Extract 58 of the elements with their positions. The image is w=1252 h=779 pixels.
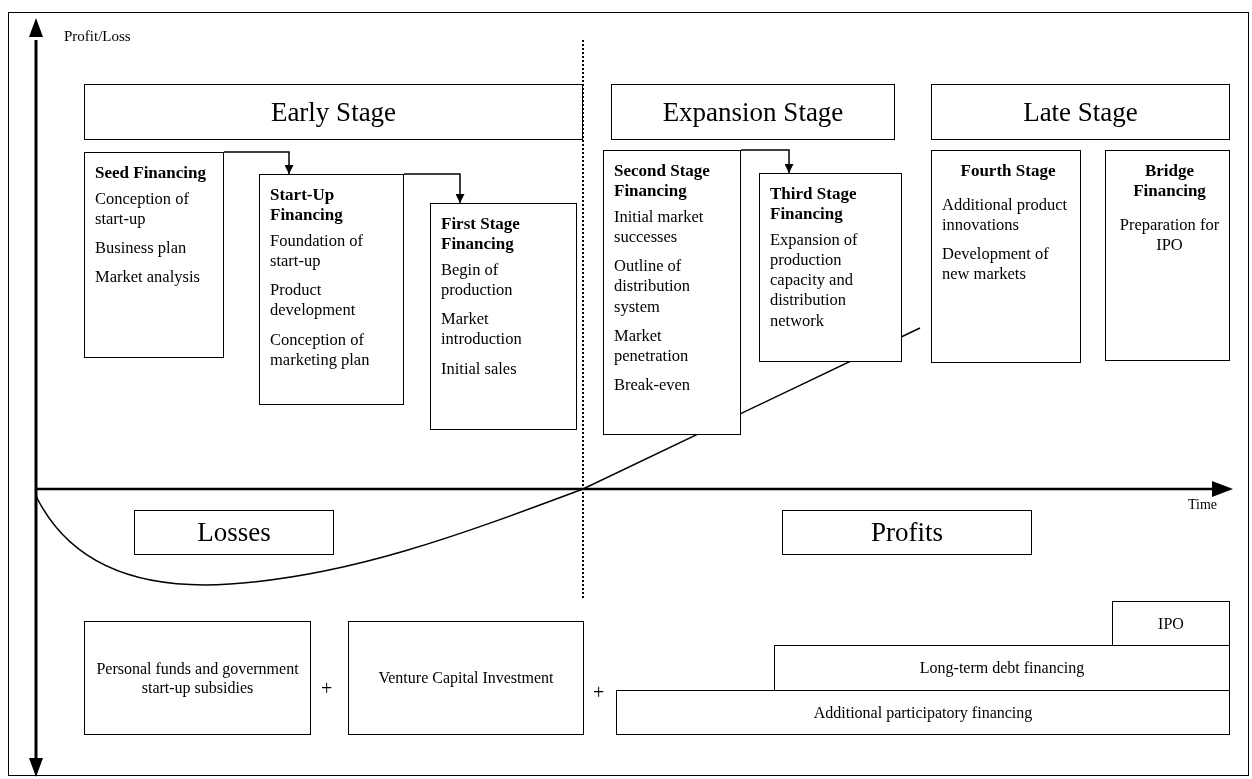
financing-phase-box [259,174,404,405]
result-box [782,510,1032,555]
flow-arrow [223,151,294,175]
phase-heading: Bridge Financing [1132,161,1207,202]
phase-activity: Conception of marketing plan [270,329,371,370]
stage-label: Late Stage [1023,95,1138,129]
phase-heading: Seed Financing [95,163,207,184]
stage-label: Expansion Stage [662,95,844,129]
financing-phase-box [603,150,741,435]
financing-phase-box [931,150,1081,363]
phase-heading: Second Stage Financing [614,161,711,202]
stage-label: Losses [197,516,271,549]
funding-label: IPO [1158,613,1184,634]
funding-box [774,645,1230,691]
stage-box [611,84,895,140]
funding-label: Personal funds and government start-up subsidies [95,658,300,698]
funding-box [1112,601,1230,646]
financing-phase-box [1105,150,1230,361]
stage-label: Early Stage [270,95,397,129]
phase-heading: Start-Up Financing [270,185,344,226]
result-box [134,510,334,555]
phase-activity: Development of new markets [942,244,1050,285]
stage-box [84,84,583,140]
phase-activity: Begin of production [441,260,514,301]
phase-activity: Additional product innovations [942,195,1069,236]
axis-label: Profit/Loss [64,28,131,45]
phase-activity: Market introduction [441,309,523,350]
phase-activity: Product development [270,280,357,321]
flow-arrow [740,149,794,174]
funding-label: Long-term debt financing [919,658,1085,678]
plus-sign: + [321,677,333,699]
financing-phase-box [759,173,902,362]
financing-phase-box [84,152,224,358]
phase-activity: Foundation of start-up [270,231,365,272]
axis-label: Time [1188,497,1218,513]
phase-activity: Business plan [95,238,188,259]
phase-heading: Fourth Stage [959,161,1057,182]
phase-activity: Market penetration [614,325,690,366]
phase-activity: Preparation for IPO [1118,215,1221,256]
phase-heading: First Stage Financing [441,214,521,255]
funding-box [84,621,311,735]
funding-label: Venture Capital Investment [378,668,554,688]
funding-box [616,690,1230,735]
stage-label: Profits [871,516,943,549]
phase-activity: Market analysis [95,267,201,288]
financing-phase-box [430,203,577,430]
flow-arrow [403,173,465,204]
phase-activity: Initial sales [441,358,518,379]
funding-label: Additional participatory financing [813,702,1033,723]
phase-heading: Third Stage Financing [770,184,858,225]
phase-activity: Break-even [614,374,692,396]
phase-activity: Expansion of production capacity and distribution network [770,230,859,331]
phase-activity: Conception of start-up [95,189,190,230]
phase-activity: Initial market successes [614,207,705,248]
plus-sign: + [593,681,605,703]
phase-activity: Outline of distribution system [614,256,692,317]
stage-box [931,84,1230,140]
funding-box [348,621,584,735]
